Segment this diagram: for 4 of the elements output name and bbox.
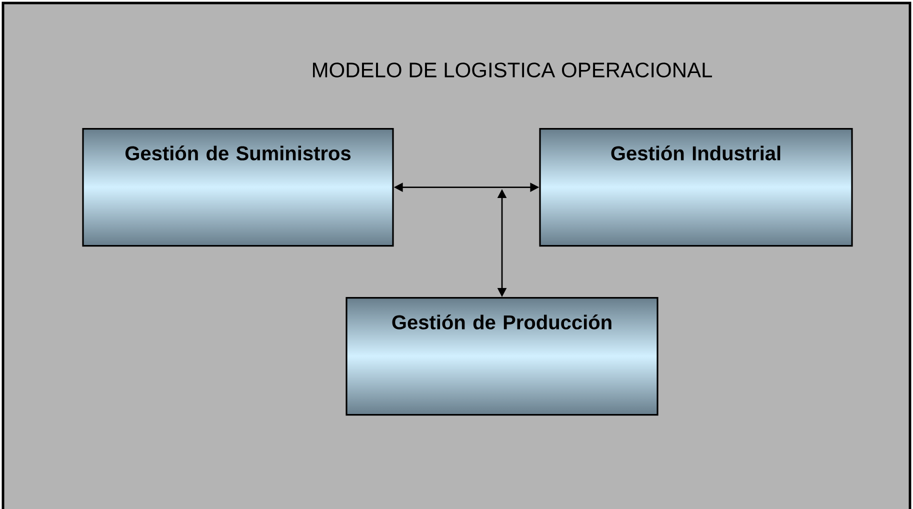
process-box: Gestión de Suministros (82, 128, 394, 247)
process-box: Gestión de Producción (346, 297, 658, 416)
process-box: Gestión Industrial (539, 128, 853, 247)
diagram-title: MODELO DE LOGISTICA OPERACIONAL (313, 62, 712, 78)
